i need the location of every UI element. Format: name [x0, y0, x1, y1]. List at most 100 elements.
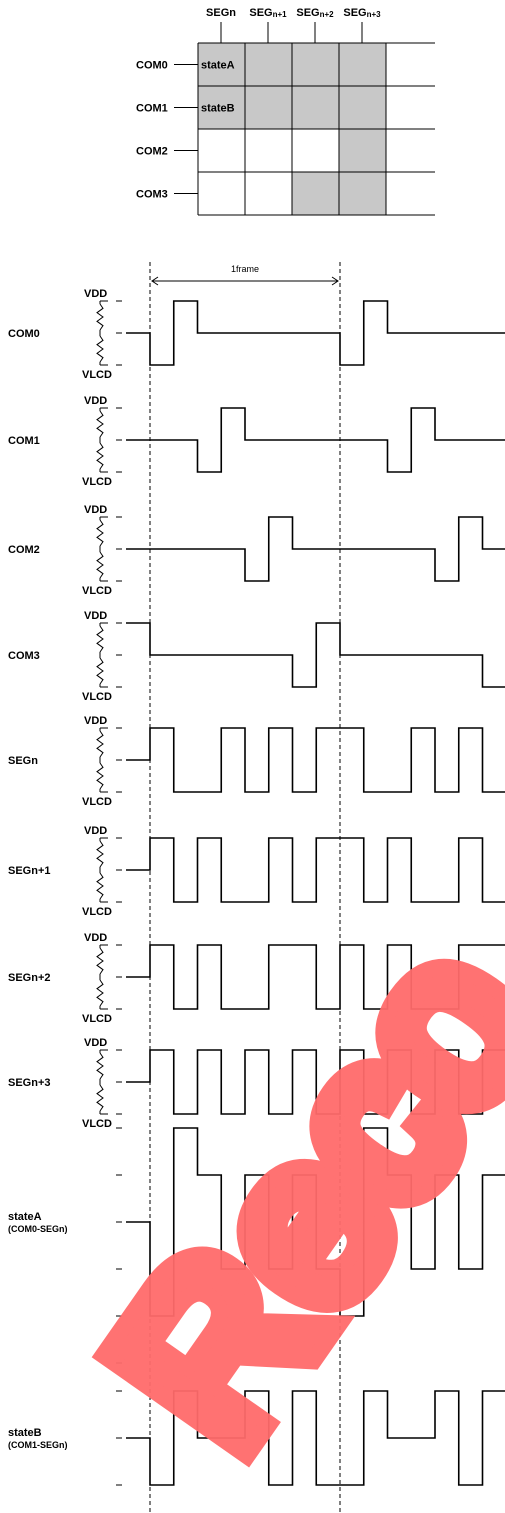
difference-row-sublabel: (COM0-SEGn): [8, 1224, 68, 1234]
vlcd-level-label: VLCD: [82, 1118, 112, 1130]
resistor-zigzag: [96, 762, 104, 790]
com-row-label: COM1: [136, 103, 168, 115]
frame-arrow-head-right: [331, 276, 339, 286]
vdd-level-label: VDD: [84, 610, 107, 622]
vdd-level-label: VDD: [84, 715, 107, 727]
resistor-divider-icon: [96, 517, 104, 581]
grid-cell-shaded: [339, 43, 386, 86]
difference-row-label: stateB: [8, 1427, 42, 1439]
frame-marker: 1frame: [149, 262, 341, 1513]
resistor-divider-icon: [96, 838, 104, 902]
resistor-zigzag: [96, 625, 104, 653]
resistor-zigzag: [96, 303, 104, 331]
resistor-zigzag: [96, 335, 104, 363]
resistor-zigzag: [96, 840, 104, 868]
waveform-trace: [126, 516, 505, 582]
grid-cell-shaded: [292, 172, 339, 215]
vdd-level-label: VDD: [84, 825, 107, 837]
seg-column-label: SEGn+1: [249, 7, 287, 19]
waveform-row-label: COM0: [8, 328, 40, 340]
seg-column-label: SEGn: [206, 7, 236, 19]
resistor-zigzag: [96, 979, 104, 1007]
waveform-trace: [126, 622, 505, 688]
grid-cell-shaded: [339, 86, 386, 129]
difference-row-label: stateA: [8, 1211, 42, 1223]
resistor-divider-icon: [96, 1050, 104, 1114]
com-row-label: COM3: [136, 189, 168, 201]
waveform-row: SEGn+3 VDD VLCD: [8, 1037, 505, 1130]
grid-cell-state-label: stateB: [201, 103, 235, 115]
waveform-row: COM2 VDD VLCD: [8, 504, 505, 597]
grid-cell-shaded: [339, 129, 386, 172]
difference-trace: [126, 1127, 505, 1317]
vdd-level-label: VDD: [84, 1037, 107, 1049]
waveform-trace: [126, 944, 505, 1010]
vlcd-level-label: VLCD: [82, 585, 112, 597]
seg-column-label: SEGn+3: [343, 7, 381, 19]
waveform-row: SEGn VDD VLCD: [8, 715, 505, 808]
difference-row: stateA(COM0-SEGn): [8, 1127, 505, 1364]
grid-cell-shaded: [339, 172, 386, 215]
waveform-trace: [126, 727, 505, 793]
vlcd-level-label: VLCD: [82, 1013, 112, 1025]
resistor-zigzag: [96, 1084, 104, 1112]
waveform-row: SEGn+1 VDD VLCD: [8, 825, 505, 918]
vdd-level-label: VDD: [84, 395, 107, 407]
waveform-row-label: COM1: [8, 435, 40, 447]
resistor-divider-icon: [96, 945, 104, 1009]
waveform-row: COM1 VDD VLCD: [8, 395, 505, 488]
difference-trace: [126, 1390, 505, 1486]
grid-cell-shaded: [292, 43, 339, 86]
difference-row-sublabel: (COM1-SEGn): [8, 1440, 68, 1450]
seg-column-label: SEGn+2: [296, 7, 334, 19]
waveform-row: SEGn+2 VDD VLCD: [8, 932, 505, 1025]
resistor-zigzag: [96, 551, 104, 579]
grid-cell-shaded: [245, 86, 292, 129]
difference-row: stateB(COM1-SEGn): [8, 1390, 505, 1486]
vlcd-level-label: VLCD: [82, 476, 112, 488]
vlcd-level-label: VLCD: [82, 796, 112, 808]
grid-cell-shaded: [198, 43, 245, 86]
vlcd-level-label: VLCD: [82, 691, 112, 703]
resistor-divider-icon: [96, 408, 104, 472]
waveforms: COM0VDDVLCDCOM1VDDVLCDCOM2VDDVLCDCOM3VDD…: [8, 288, 505, 1130]
grid-cell-shaded: [292, 86, 339, 129]
resistor-zigzag: [96, 442, 104, 470]
grid-cell-shaded: [245, 43, 292, 86]
vdd-level-label: VDD: [84, 288, 107, 300]
frame-label: 1frame: [231, 264, 259, 274]
resistor-divider-icon: [96, 301, 104, 365]
waveform-row-label: SEGn+2: [8, 972, 51, 984]
waveform-trace: [126, 407, 505, 473]
waveform-row-label: SEGn+1: [8, 865, 51, 877]
resistor-zigzag: [96, 1052, 104, 1080]
state-difference-waveforms: stateA(COM0-SEGn) stateB(COM1-SEGn): [8, 1127, 505, 1486]
vdd-level-label: VDD: [84, 932, 107, 944]
waveform-row-label: COM3: [8, 650, 40, 662]
resistor-zigzag: [96, 657, 104, 685]
resistor-zigzag: [96, 947, 104, 975]
resistor-zigzag: [96, 410, 104, 438]
waveform-row: COM0 VDD VLCD: [8, 288, 505, 381]
waveform-row-label: COM2: [8, 544, 40, 556]
waveform-trace: [126, 837, 505, 903]
resistor-zigzag: [96, 519, 104, 547]
waveform-row-label: SEGn: [8, 755, 38, 767]
waveform-trace: [126, 1049, 505, 1115]
waveform-trace: [126, 300, 505, 366]
vlcd-level-label: VLCD: [82, 906, 112, 918]
vdd-level-label: VDD: [84, 504, 107, 516]
resistor-divider-icon: [96, 728, 104, 792]
resistor-zigzag: [96, 730, 104, 758]
frame-arrow-head-left: [151, 276, 159, 286]
vlcd-level-label: VLCD: [82, 369, 112, 381]
com-row-label: COM2: [136, 146, 168, 158]
grid-cell-shaded: [198, 86, 245, 129]
waveform-row-label: SEGn+3: [8, 1077, 51, 1089]
resistor-zigzag: [96, 872, 104, 900]
resistor-divider-icon: [96, 623, 104, 687]
